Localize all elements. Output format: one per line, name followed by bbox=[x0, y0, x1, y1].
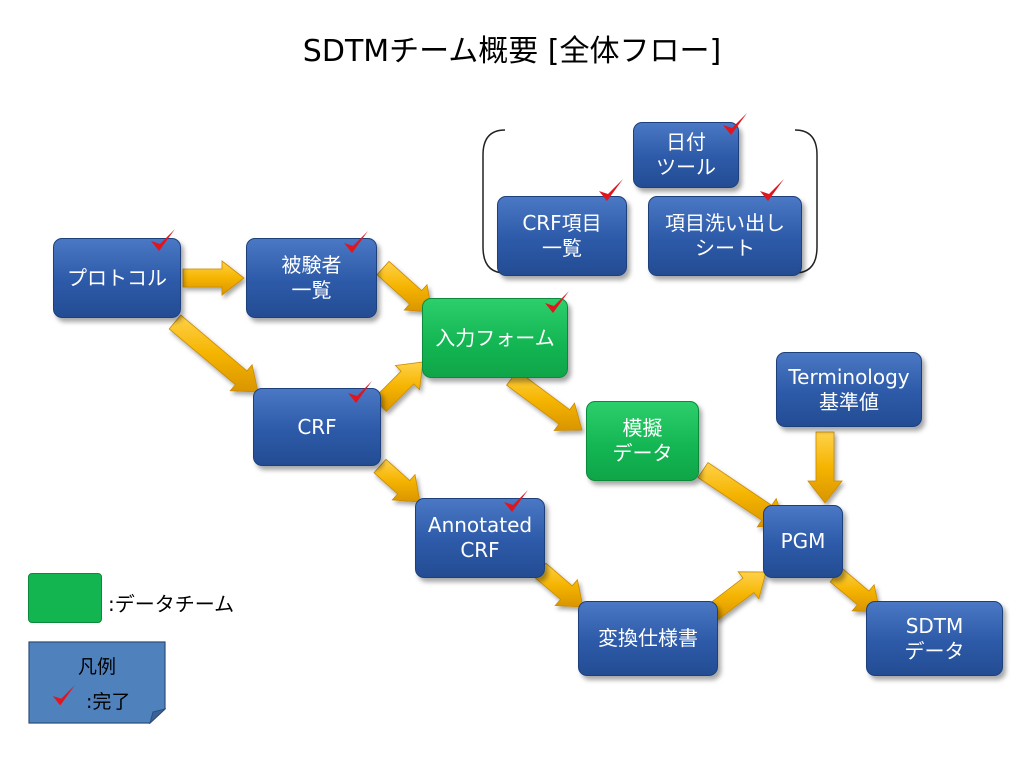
check-icon bbox=[599, 179, 623, 201]
node-mock-data-label: 模擬 データ bbox=[612, 416, 673, 465]
tools-bracket bbox=[482, 129, 818, 274]
page-title: SDTMチーム概要 [全体フロー] bbox=[302, 34, 722, 69]
node-subject-list: 被験者 一覧 bbox=[246, 238, 377, 318]
node-pgm: PGM bbox=[763, 505, 843, 578]
node-conversion-spec-label: 変換仕様書 bbox=[598, 626, 698, 650]
node-input-form-label: 入力フォーム bbox=[435, 325, 555, 350]
arrow-crf-to-inputform bbox=[373, 361, 424, 412]
node-crf-item-list-label: CRF項目 一覧 bbox=[522, 211, 602, 260]
check-icon bbox=[760, 179, 784, 201]
arrow-pgm-to-sdtm bbox=[829, 567, 881, 613]
check-icon bbox=[504, 490, 528, 512]
node-protocol-label: プロトコル bbox=[67, 265, 167, 290]
node-sdtm-data: SDTM データ bbox=[866, 601, 1003, 676]
node-subject-list-label: 被験者 一覧 bbox=[281, 253, 342, 302]
arrow-terminology-to-pgm bbox=[807, 431, 843, 504]
node-input-form: 入力フォーム bbox=[422, 298, 568, 378]
node-crf: CRF bbox=[253, 388, 381, 466]
arrow-protocol-to-crf bbox=[168, 314, 259, 393]
node-pgm-label: PGM bbox=[780, 529, 826, 553]
node-item-extraction-sheet: 項目洗い出し シート bbox=[648, 196, 802, 276]
node-date-tool: 日付 ツール bbox=[633, 122, 739, 188]
node-mock-data: 模擬 データ bbox=[586, 401, 699, 481]
check-icon bbox=[545, 291, 569, 313]
arrow-annotated-to-spec bbox=[533, 562, 584, 608]
legend-note-box bbox=[28, 641, 166, 724]
node-annotated-crf-label: Annotated CRF bbox=[427, 513, 533, 562]
legend-title: 凡例 bbox=[77, 656, 116, 678]
node-crf-item-list: CRF項目 一覧 bbox=[497, 196, 627, 276]
node-terminology: Terminology 基準値 bbox=[776, 352, 922, 427]
legend-green-swatch bbox=[28, 573, 102, 623]
node-protocol: プロトコル bbox=[53, 238, 181, 318]
node-annotated-crf: Annotated CRF bbox=[415, 498, 545, 578]
legend-data-team-label: :データチーム bbox=[108, 592, 235, 616]
node-conversion-spec: 変換仕様書 bbox=[578, 601, 718, 676]
node-terminology-label: Terminology 基準値 bbox=[788, 364, 910, 414]
check-icon bbox=[348, 381, 372, 403]
node-date-tool-label: 日付 ツール bbox=[656, 130, 716, 179]
node-crf-label: CRF bbox=[297, 414, 337, 439]
legend-done-label: :完了 bbox=[86, 691, 131, 713]
check-icon bbox=[723, 113, 747, 135]
check-icon bbox=[344, 231, 368, 253]
arrow-crf-to-annotated bbox=[373, 458, 421, 503]
arrow-protocol-to-subject bbox=[182, 260, 245, 296]
node-sdtm-data-label: SDTM データ bbox=[904, 613, 965, 663]
arrow-inputform-to-mockdata bbox=[506, 370, 583, 431]
check-icon bbox=[52, 684, 76, 706]
check-icon bbox=[151, 229, 175, 251]
node-item-extraction-sheet-label: 項目洗い出し シート bbox=[665, 211, 785, 260]
